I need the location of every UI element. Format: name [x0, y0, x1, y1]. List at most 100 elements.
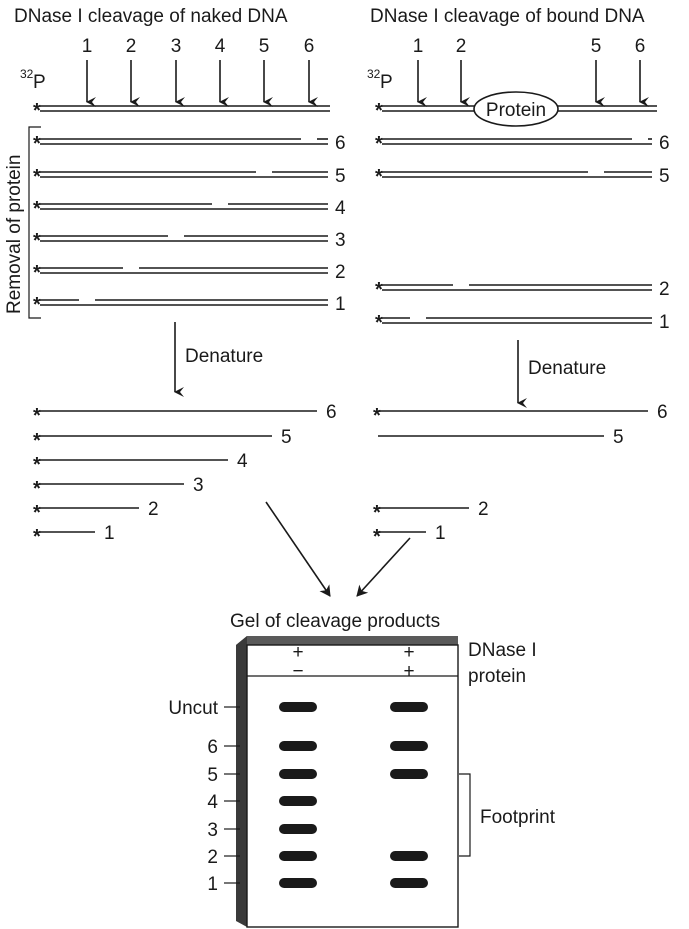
label-star: *	[33, 526, 41, 548]
left-32p-label: 32 P	[20, 67, 46, 93]
label-star: *	[375, 312, 383, 334]
single-strand-4: *4	[33, 451, 248, 476]
band-3	[279, 824, 317, 834]
cut-site-1: 1	[413, 36, 427, 107]
single-strand-6: *6	[373, 402, 668, 427]
row-label-6: 6	[207, 737, 240, 758]
band-2	[279, 851, 317, 861]
label-star: *	[33, 133, 41, 155]
arrows-to-gel	[265, 501, 411, 597]
left-denatured-strands: *6*5*4*3*2*1	[33, 402, 337, 548]
row-label-uncut: Uncut	[168, 698, 240, 719]
strand-number: 5	[613, 427, 624, 448]
cut-site-number: 1	[82, 36, 93, 57]
label-star: *	[33, 454, 41, 476]
row-label-2: 2	[207, 847, 240, 868]
right-denatured-strands: *65*2*1	[373, 402, 668, 548]
label-star: *	[33, 198, 41, 220]
lane-protein-sign: −	[292, 661, 303, 682]
cut-site-2: 2	[126, 36, 140, 107]
removal-of-protein-bracket: Removal of protein	[4, 126, 41, 319]
svg-text:P: P	[33, 72, 46, 93]
cut-site-number: 5	[259, 36, 270, 57]
svg-text:Protein: Protein	[486, 100, 546, 121]
gel-lane-2: ++	[390, 642, 428, 888]
svg-text:5: 5	[207, 765, 218, 786]
left-intact-dna: *	[33, 100, 330, 122]
band-uncut	[279, 702, 317, 712]
svg-text:*: *	[375, 100, 383, 122]
strand-number: 1	[435, 523, 446, 544]
svg-text:3: 3	[207, 820, 218, 841]
left-denature: Denature	[174, 322, 263, 397]
single-strand-2: *2	[33, 499, 159, 524]
single-strand-5: *5	[33, 427, 292, 452]
fragment-2: *2	[33, 262, 346, 284]
footprint-label: Footprint	[480, 807, 556, 828]
band-uncut	[390, 702, 428, 712]
cut-site-number: 1	[413, 36, 424, 57]
svg-text:1: 1	[207, 874, 218, 895]
single-strand-5: 5	[378, 427, 624, 448]
label-star: *	[375, 166, 383, 188]
lane-dnase-sign: +	[403, 642, 414, 663]
band-2	[390, 851, 428, 861]
cut-site-4: 4	[215, 36, 229, 107]
right-panel-title: DNase I cleavage of bound DNA	[370, 6, 645, 27]
svg-text:4: 4	[207, 792, 218, 813]
strand-number: 6	[326, 402, 337, 423]
right-32p-label: 32 P	[367, 67, 393, 93]
cut-site-number: 5	[591, 36, 602, 57]
cut-site-3: 3	[171, 36, 185, 107]
svg-text:32: 32	[20, 67, 34, 81]
fragment-6: *6	[33, 133, 346, 155]
cut-site-1: 1	[82, 36, 96, 107]
right-cut-fragments: *6*5*2*1	[375, 133, 670, 334]
svg-text:*: *	[33, 100, 41, 122]
gel-row-labels: Uncut 6 5 4 3 2 1	[168, 698, 240, 895]
band-4	[279, 796, 317, 806]
cut-site-number: 2	[456, 36, 467, 57]
cut-site-5: 5	[591, 36, 605, 107]
cut-site-number: 2	[126, 36, 137, 57]
svg-text:Denature: Denature	[528, 358, 606, 379]
strand-number: 3	[193, 475, 204, 496]
label-star: *	[375, 279, 383, 301]
cut-site-number: 4	[215, 36, 226, 57]
fragment-1: *1	[375, 312, 670, 334]
row-label-5: 5	[207, 765, 240, 786]
label-star: *	[373, 526, 381, 548]
fragment-number: 5	[659, 166, 670, 187]
cut-site-6: 6	[635, 36, 649, 107]
cut-site-number: 6	[635, 36, 646, 57]
label-star: *	[33, 478, 41, 500]
strand-number: 2	[148, 499, 159, 520]
lane-dnase-sign: +	[292, 642, 303, 663]
band-5	[390, 769, 428, 779]
single-strand-3: *3	[33, 475, 204, 500]
strand-number: 2	[478, 499, 489, 520]
fragment-2: *2	[375, 279, 670, 301]
fragment-number: 2	[335, 262, 346, 283]
svg-text:2: 2	[207, 847, 218, 868]
label-star: *	[33, 166, 41, 188]
left-cut-fragments: *6*5*4*3*2*1	[33, 133, 346, 316]
fragment-number: 1	[659, 312, 670, 333]
legend-dnase: DNase I	[468, 640, 537, 661]
svg-text:32: 32	[367, 67, 381, 81]
band-6	[390, 741, 428, 751]
svg-text:P: P	[380, 72, 393, 93]
protein-bubble: Protein	[473, 91, 559, 127]
fragment-number: 2	[659, 279, 670, 300]
gel-title: Gel of cleavage products	[230, 611, 440, 632]
cut-site-2: 2	[456, 36, 470, 107]
cut-site-number: 3	[171, 36, 182, 57]
single-strand-6: *6	[33, 402, 337, 427]
row-label-3: 3	[207, 820, 240, 841]
fragment-number: 1	[335, 294, 346, 315]
label-star: *	[33, 430, 41, 452]
strand-number: 1	[104, 523, 115, 544]
fragment-number: 3	[335, 230, 346, 251]
fragment-1: *1	[33, 294, 346, 316]
